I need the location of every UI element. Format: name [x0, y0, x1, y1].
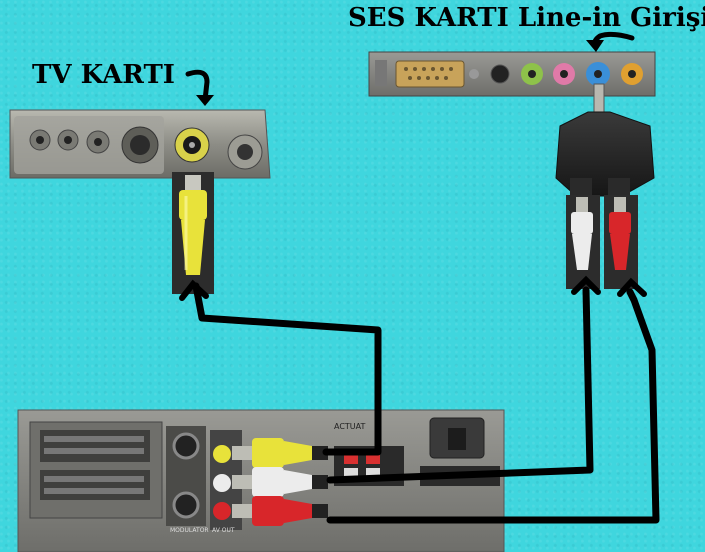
white-rca-plug-soundcard	[566, 195, 600, 289]
white-audio-cable-line	[326, 286, 594, 484]
red-plug-arrow	[617, 277, 647, 297]
sound-card-line-in-jack	[586, 62, 610, 86]
modulator-text: MODULATOR	[170, 527, 209, 534]
sound-card-green-jack	[521, 63, 543, 85]
red-audio-cable-line	[326, 288, 660, 524]
red-rca-plug-receiver	[232, 496, 328, 526]
tv-card-arrow	[185, 69, 210, 103]
sound-card-orange-jack	[621, 63, 643, 85]
tv-card-jacks	[29, 126, 159, 164]
red-rca-plug-soundcard	[604, 195, 638, 289]
y-adapter	[555, 83, 655, 197]
av-out-text: AV OUT	[212, 527, 235, 534]
video-cable-line	[192, 282, 382, 456]
sound-card-pink-jack	[553, 63, 575, 85]
tv-card-jack-hole	[237, 144, 253, 160]
white-plug-arrow	[571, 275, 601, 295]
yellow-rca-plug-tv	[172, 172, 214, 294]
sound-card-panel	[368, 51, 656, 97]
cable-arrow-ends	[179, 275, 647, 301]
sound-card-label: SES KARTI Line-in Girişi	[348, 3, 705, 33]
sound-card-arrow-head	[586, 40, 604, 52]
tv-card-panel	[9, 109, 271, 179]
tv-card-arrow-head	[196, 95, 214, 106]
tv-card-yellow-jack	[174, 127, 210, 163]
actuator-text: ACTUAT	[334, 422, 366, 431]
tv-plug-arrow	[179, 279, 209, 301]
drawn-cables	[192, 282, 660, 524]
yellow-rca-plug-receiver	[232, 438, 328, 468]
tv-card-label: TV KARTI	[32, 60, 175, 90]
white-rca-plug-receiver	[232, 467, 328, 497]
